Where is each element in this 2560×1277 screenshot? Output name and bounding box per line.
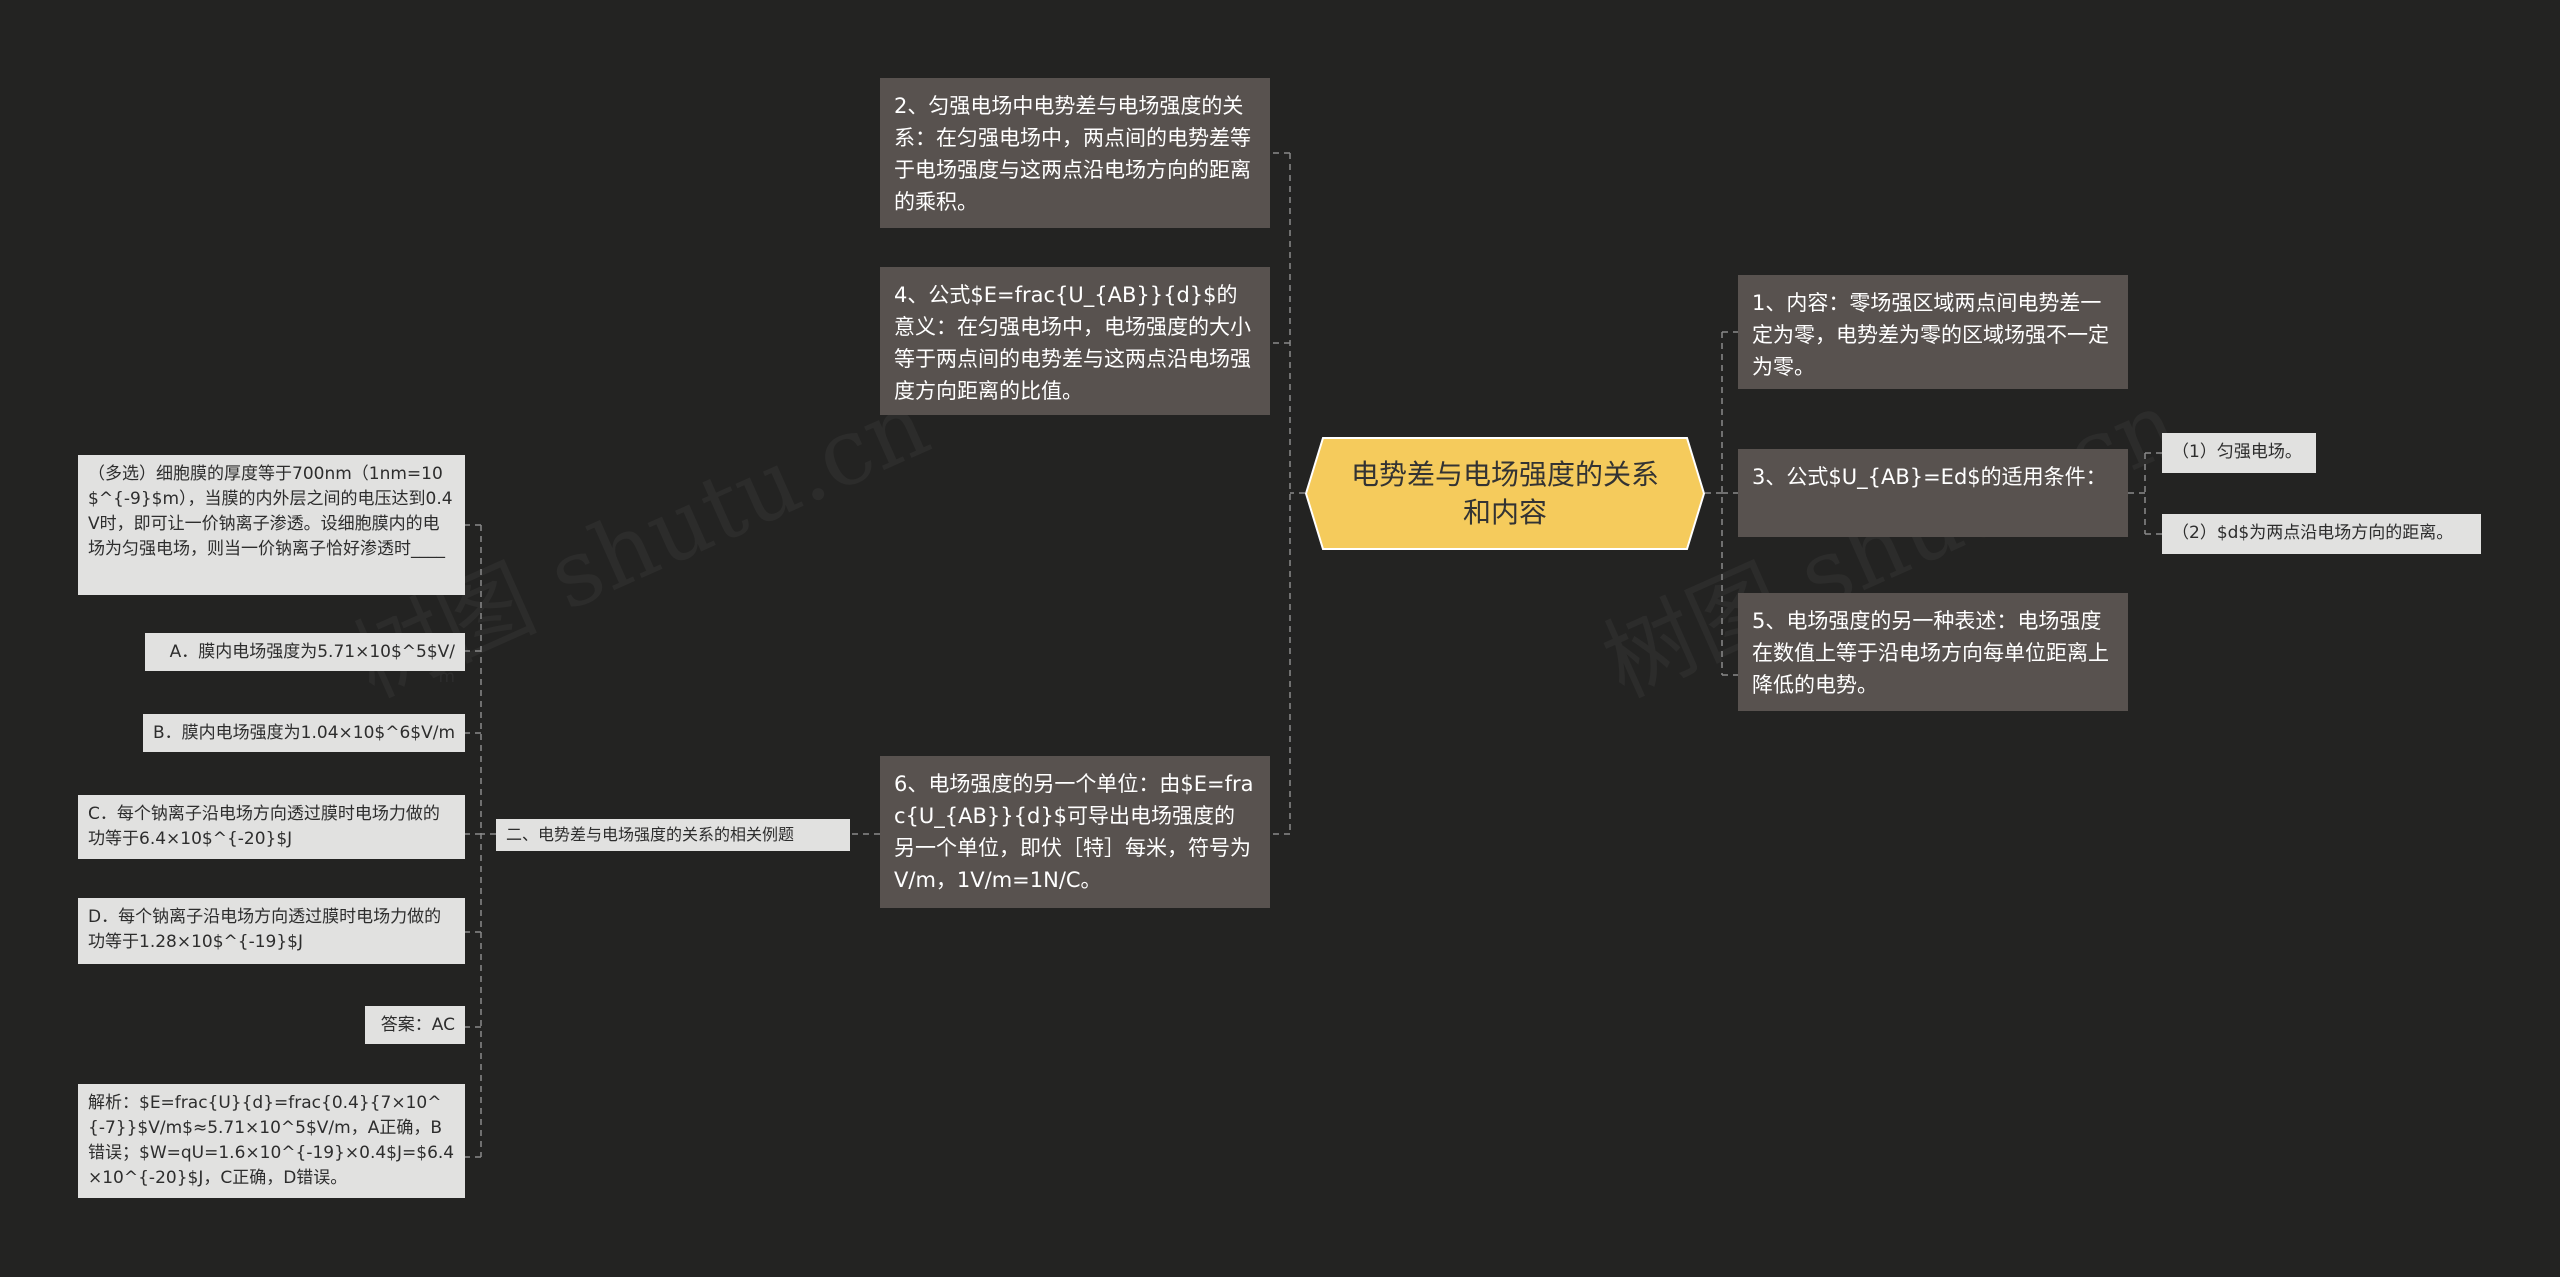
root-node[interactable]: 电势差与电场强度的关系和内容 xyxy=(1305,437,1705,550)
node-formula-meaning-text: 4、公式$E=frac{U_{AB}}{d}$的意义：在匀强电场中，电场强度的大… xyxy=(894,283,1251,403)
node-formula-condition-text: 3、公式$U_{AB}=Ed$的适用条件： xyxy=(1752,465,2107,489)
node-uniform-field-relation-text: 2、匀强电场中电势差与电场强度的关系：在匀强电场中，两点间的电势差等于电场强度与… xyxy=(894,94,1251,214)
node-examples-label[interactable]: 二、电势差与电场强度的关系的相关例题 xyxy=(496,819,850,851)
node-example-question[interactable]: （多选）细胞膜的厚度等于700nm（1nm=10$^{-9}$m），当膜的内外层… xyxy=(78,455,465,595)
node-option-b-text: B．膜内电场强度为1.04×10$^6$V/m xyxy=(153,723,455,743)
node-examples-label-text: 二、电势差与电场强度的关系的相关例题 xyxy=(506,825,795,844)
node-field-unit-text: 6、电场强度的另一个单位：由$E=frac{U_{AB}}{d}$可导出电场强度… xyxy=(894,772,1254,892)
node-example-question-text: （多选）细胞膜的厚度等于700nm（1nm=10$^{-9}$m），当膜的内外层… xyxy=(88,464,453,559)
node-another-expression[interactable]: 5、电场强度的另一种表述：电场强度在数值上等于沿电场方向每单位距离上降低的电势。 xyxy=(1738,593,2128,711)
node-analysis-text: 解析：$E=frac{U}{d}=frac{0.4}{7×10^{-7}}$V/… xyxy=(88,1093,455,1188)
node-option-c-text: C．每个钠离子沿电场方向透过膜时电场力做的功等于6.4×10$^{-20}$J xyxy=(88,804,440,849)
root-hexagon-shape xyxy=(1305,437,1705,550)
node-option-a-text: A．膜内电场强度为5.71×10$^5$V/m xyxy=(169,642,455,687)
node-answer-text: 答案：AC xyxy=(380,1015,455,1035)
node-option-a[interactable]: A．膜内电场强度为5.71×10$^5$V/m xyxy=(145,633,465,687)
node-content-text: 1、内容：零场强区域两点间电势差一定为零，电势差为零的区域场强不一定为零。 xyxy=(1752,291,2109,379)
node-uniform-field-relation[interactable]: 2、匀强电场中电势差与电场强度的关系：在匀强电场中，两点间的电势差等于电场强度与… xyxy=(880,78,1270,228)
node-field-unit[interactable]: 6、电场强度的另一个单位：由$E=frac{U_{AB}}{d}$可导出电场强度… xyxy=(880,756,1270,908)
node-option-b[interactable]: B．膜内电场强度为1.04×10$^6$V/m xyxy=(143,714,465,752)
node-option-d-text: D．每个钠离子沿电场方向透过膜时电场力做的功等于1.28×10$^{-19}$J xyxy=(88,907,442,952)
root-label: 电势差与电场强度的关系和内容 xyxy=(1350,457,1659,529)
node-condition-uniform[interactable]: （1）匀强电场。 xyxy=(2162,433,2316,473)
node-condition-distance-text: （2）$d$为两点沿电场方向的距离。 xyxy=(2172,523,2454,543)
node-analysis[interactable]: 解析：$E=frac{U}{d}=frac{0.4}{7×10^{-7}}$V/… xyxy=(78,1084,465,1198)
node-answer[interactable]: 答案：AC xyxy=(365,1006,465,1044)
node-option-d[interactable]: D．每个钠离子沿电场方向透过膜时电场力做的功等于1.28×10$^{-19}$J xyxy=(78,898,465,964)
node-condition-distance[interactable]: （2）$d$为两点沿电场方向的距离。 xyxy=(2162,514,2481,554)
node-condition-uniform-text: （1）匀强电场。 xyxy=(2172,442,2302,462)
node-option-c[interactable]: C．每个钠离子沿电场方向透过膜时电场力做的功等于6.4×10$^{-20}$J xyxy=(78,795,465,859)
node-another-expression-text: 5、电场强度的另一种表述：电场强度在数值上等于沿电场方向每单位距离上降低的电势。 xyxy=(1752,609,2109,697)
node-content[interactable]: 1、内容：零场强区域两点间电势差一定为零，电势差为零的区域场强不一定为零。 xyxy=(1738,275,2128,389)
node-formula-meaning[interactable]: 4、公式$E=frac{U_{AB}}{d}$的意义：在匀强电场中，电场强度的大… xyxy=(880,267,1270,415)
node-formula-condition[interactable]: 3、公式$U_{AB}=Ed$的适用条件： xyxy=(1738,449,2128,537)
